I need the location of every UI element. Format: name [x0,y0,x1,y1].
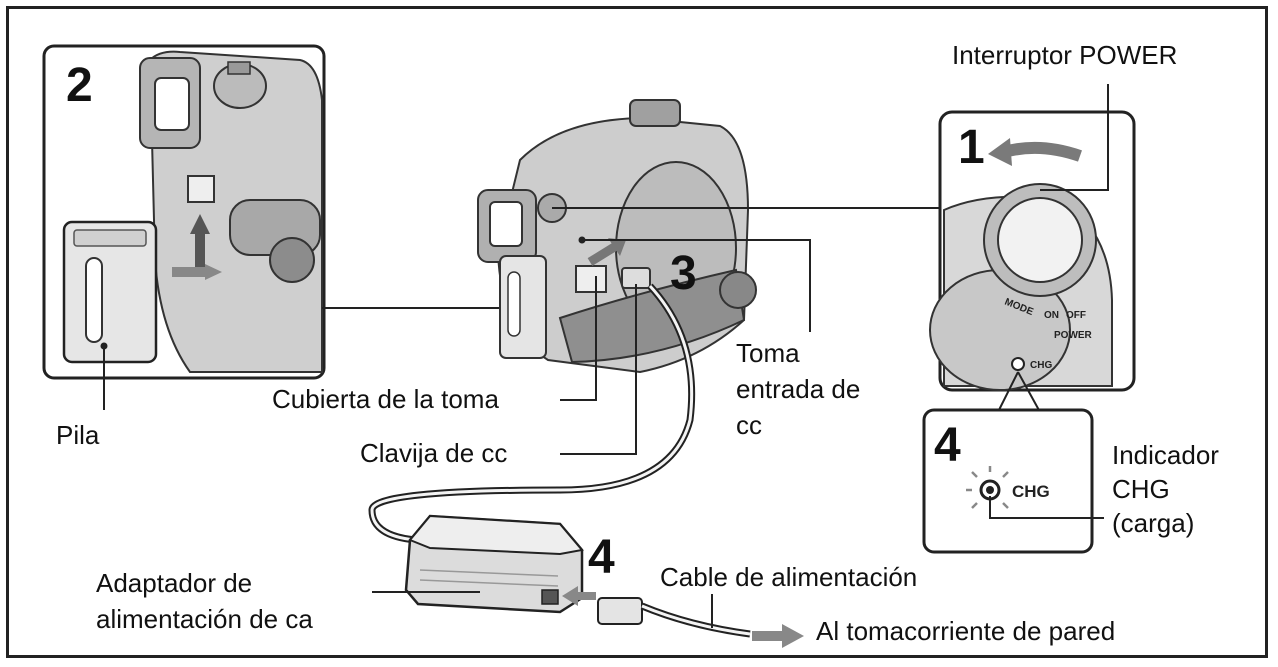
label-dc-in-jack-line-2: entrada de [736,374,861,404]
plug-in-arrow-head [562,586,578,606]
label-chg-indicator-line-2: CHG [1112,474,1170,504]
power-switch-leader [1040,84,1109,191]
inset-chg-panel [922,408,1094,554]
outlet-arrow-head [782,624,804,648]
label-dc-in-jack-line-1: Toma [736,338,800,368]
camcorder-main [477,99,757,374]
ac-adapter [404,514,584,614]
chg-big-text: CHG [1012,482,1050,501]
dial-on-text: ON [1044,310,1059,321]
label-power-switch: Interruptor POWER [952,40,1178,70]
label-jack-cover: Cubierta de la toma [272,384,499,414]
chg-lamp-rays [966,466,1009,509]
power-cord-plug [597,597,751,638]
label-dc-in-jack-line-3: cc [736,410,762,440]
label-wall-outlet: Al tomacorriente de pared [816,616,1116,646]
label-chg-indicator-line-1: Indicador [1112,440,1219,470]
label-ac-adapter-line-1: Adaptador de [96,568,253,598]
dial-power-text: POWER [1054,330,1093,341]
step-number-1: 1 [958,121,985,174]
dc-in-jack-leader [582,239,811,332]
step-number-3: 3 [670,247,697,300]
inset-camcorder-side [139,50,323,373]
chg-connector-left [997,371,1019,413]
label-battery: Pila [56,420,100,450]
step-number-4-adapter: 4 [588,531,615,584]
power-dial-body [929,183,1113,391]
battery-pack [62,220,158,364]
chg-indicator-leader [989,496,1104,519]
label-power-cord: Cable de alimentación [660,562,918,592]
chg-connector-right [1017,371,1041,413]
dc-plug-leader [560,284,637,455]
rotate-arrow-head [988,138,1012,166]
step-number-2: 2 [66,59,93,112]
label-chg-indicator-line-3: (carga) [1112,508,1195,538]
chg-small-text: CHG [1030,360,1052,371]
label-dc-plug: Clavija de cc [360,438,508,468]
chg-lamp [966,466,1009,509]
dial-off-text: OFF [1066,310,1086,321]
dc-cable-highlight [370,284,694,542]
label-ac-adapter-line-2: alimentación de ca [96,604,313,634]
jack-cover-leader [560,276,597,401]
step-number-4-chg: 4 [934,419,961,472]
